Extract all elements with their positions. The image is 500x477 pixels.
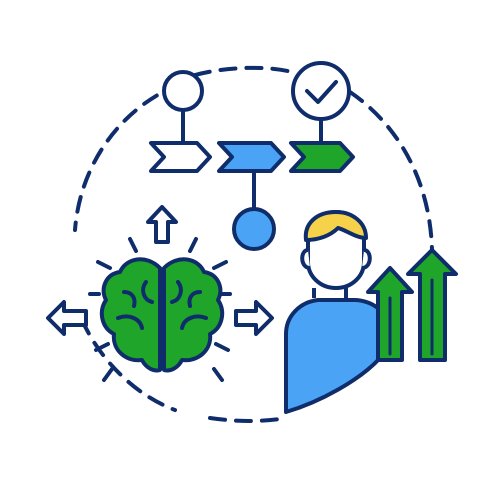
process-node xyxy=(232,207,276,251)
process-step-2 xyxy=(217,141,286,173)
hair xyxy=(303,210,368,242)
brain-right-arrow xyxy=(234,300,274,336)
brain-icon xyxy=(99,257,225,373)
checkmark-icon xyxy=(291,61,351,121)
brain-rays xyxy=(88,237,232,382)
person-icon xyxy=(284,209,382,414)
dashed-circle xyxy=(73,65,434,423)
process-flow-icon xyxy=(149,61,355,251)
process-step-3 xyxy=(289,141,355,173)
brain-up-arrow xyxy=(146,205,178,244)
brain-left-arrow xyxy=(46,300,88,336)
growth-arrows-icon xyxy=(366,248,458,362)
process-step-1 xyxy=(149,141,212,173)
